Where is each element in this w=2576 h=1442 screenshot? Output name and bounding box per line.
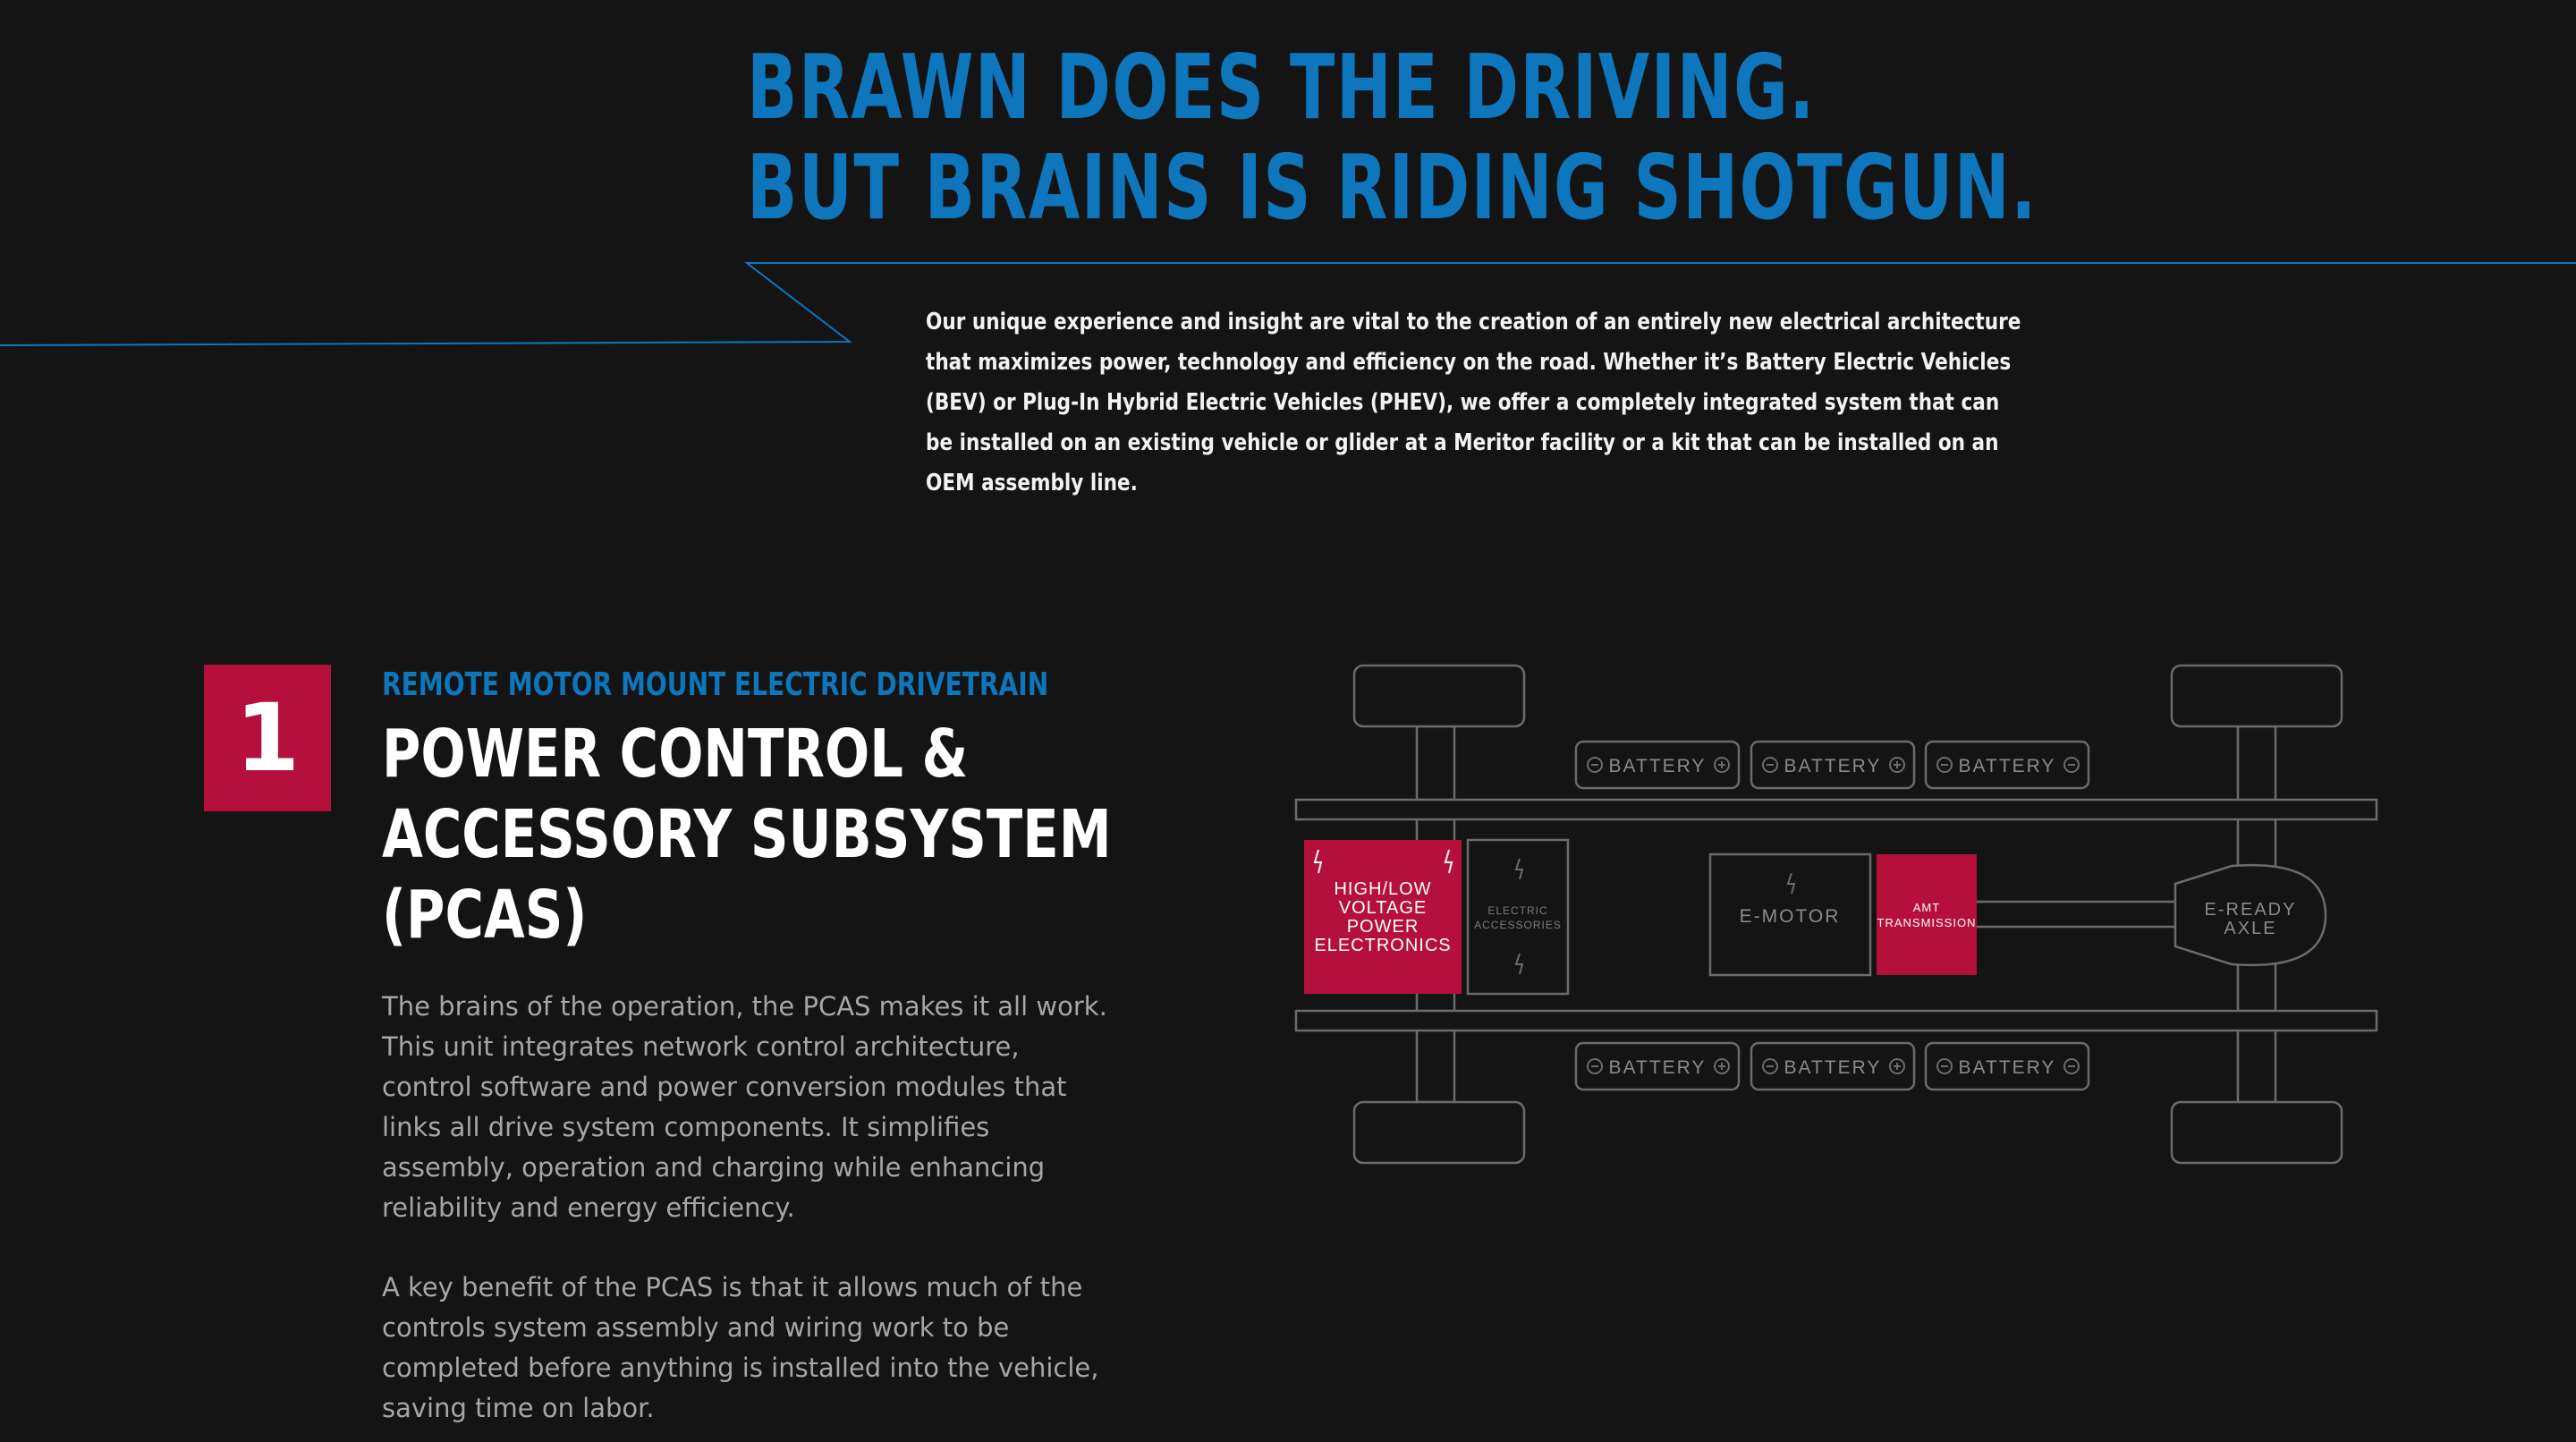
hv-label-line-4: ELECTRONICS [1314,936,1451,955]
lightning-icon [1786,872,1796,895]
wheel-front-left [1352,664,1526,728]
section-body-paragraph-2: A key benefit of the PCAS is that it all… [382,1272,1099,1423]
lightning-icon [1514,858,1524,880]
wheel-rear-left [2170,664,2343,728]
section-title-line-3: (PCAS) [382,877,588,954]
chassis-rail-bottom [1294,1009,2378,1032]
section-number-badge: 1 [204,665,331,811]
axle-label-line-2: AXLE [2224,919,2276,938]
electric-accessories-block: ELECTRIC ACCESSORIES [1466,838,1570,996]
battery-label: BATTERY [1784,756,1882,776]
wheel-rear-right [2170,1100,2343,1165]
hero-intro-text: Our unique experience and insight are vi… [926,309,2021,496]
battery-bottom-2: BATTERY [1750,1041,1916,1091]
battery-label: BATTERY [1959,1057,2056,1078]
wheel-front-right [1352,1100,1526,1165]
battery-top-1: BATTERY [1574,740,1741,790]
section-eyebrow: REMOTE MOTOR MOUNT ELECTRIC DRIVETRAIN [382,666,1049,703]
e-motor-block: E-MOTOR [1708,852,1872,977]
rear-axle-bottom [2236,1027,2277,1104]
hv-power-electronics-block: HIGH/LOW VOLTAGE POWER ELECTRONICS [1304,840,1462,994]
e-motor-label: E-MOTOR [1740,906,1841,927]
hv-label-line-3: POWER [1347,917,1419,937]
hv-label-line-2: VOLTAGE [1339,898,1428,918]
battery-label: BATTERY [1959,756,2056,776]
section-title-line-1: POWER CONTROL & [382,716,969,793]
amt-label-line-1: AMT [1913,901,1940,914]
front-axle-bottom [1415,1027,1456,1104]
section-body-paragraph-1: The brains of the operation, the PCAS ma… [382,991,1107,1223]
battery-label: BATTERY [1784,1057,1882,1078]
amt-label-line-2: TRANSMISSION [1877,916,1977,929]
rear-axle-top [2236,725,2277,802]
front-axle-middle [1415,818,1456,1013]
section-title: POWER CONTROL & ACCESSORY SUBSYSTEM (PCA… [382,714,1112,955]
section-title-line-2: ACCESSORY SUBSYSTEM [382,796,1112,873]
amt-transmission-block: AMT TRANSMISSION [1877,854,1977,975]
hero-headline: BRAWN DOES THE DRIVING. BUT BRAINS IS RI… [747,38,2038,238]
battery-label: BATTERY [1609,1057,1707,1078]
lightning-icon [1514,953,1524,975]
battery-bottom-3: BATTERY [1924,1041,2090,1091]
accessories-label-line-2: ACCESSORIES [1474,919,1562,931]
hero-headline-line-2: BUT BRAINS IS RIDING SHOTGUN. [747,135,2038,240]
chassis-rail-top [1294,798,2378,821]
battery-label: BATTERY [1609,756,1707,776]
lightning-icon [1313,849,1323,874]
rear-axle-middle [2236,818,2277,1013]
axle-label-line-1: E-READY [2205,900,2297,920]
hero-headline-line-1: BRAWN DOES THE DRIVING. [747,35,1816,140]
battery-top-2: BATTERY [1750,740,1916,790]
hv-label-line-1: HIGH/LOW [1334,879,1431,899]
lightning-icon [1444,849,1453,874]
accessories-label-line-1: ELECTRIC [1487,904,1547,917]
front-axle-top [1415,725,1456,802]
battery-top-3: BATTERY [1924,740,2090,790]
battery-bottom-1: BATTERY [1574,1041,1741,1091]
e-ready-axle-block: E-READY AXLE [2174,863,2327,967]
